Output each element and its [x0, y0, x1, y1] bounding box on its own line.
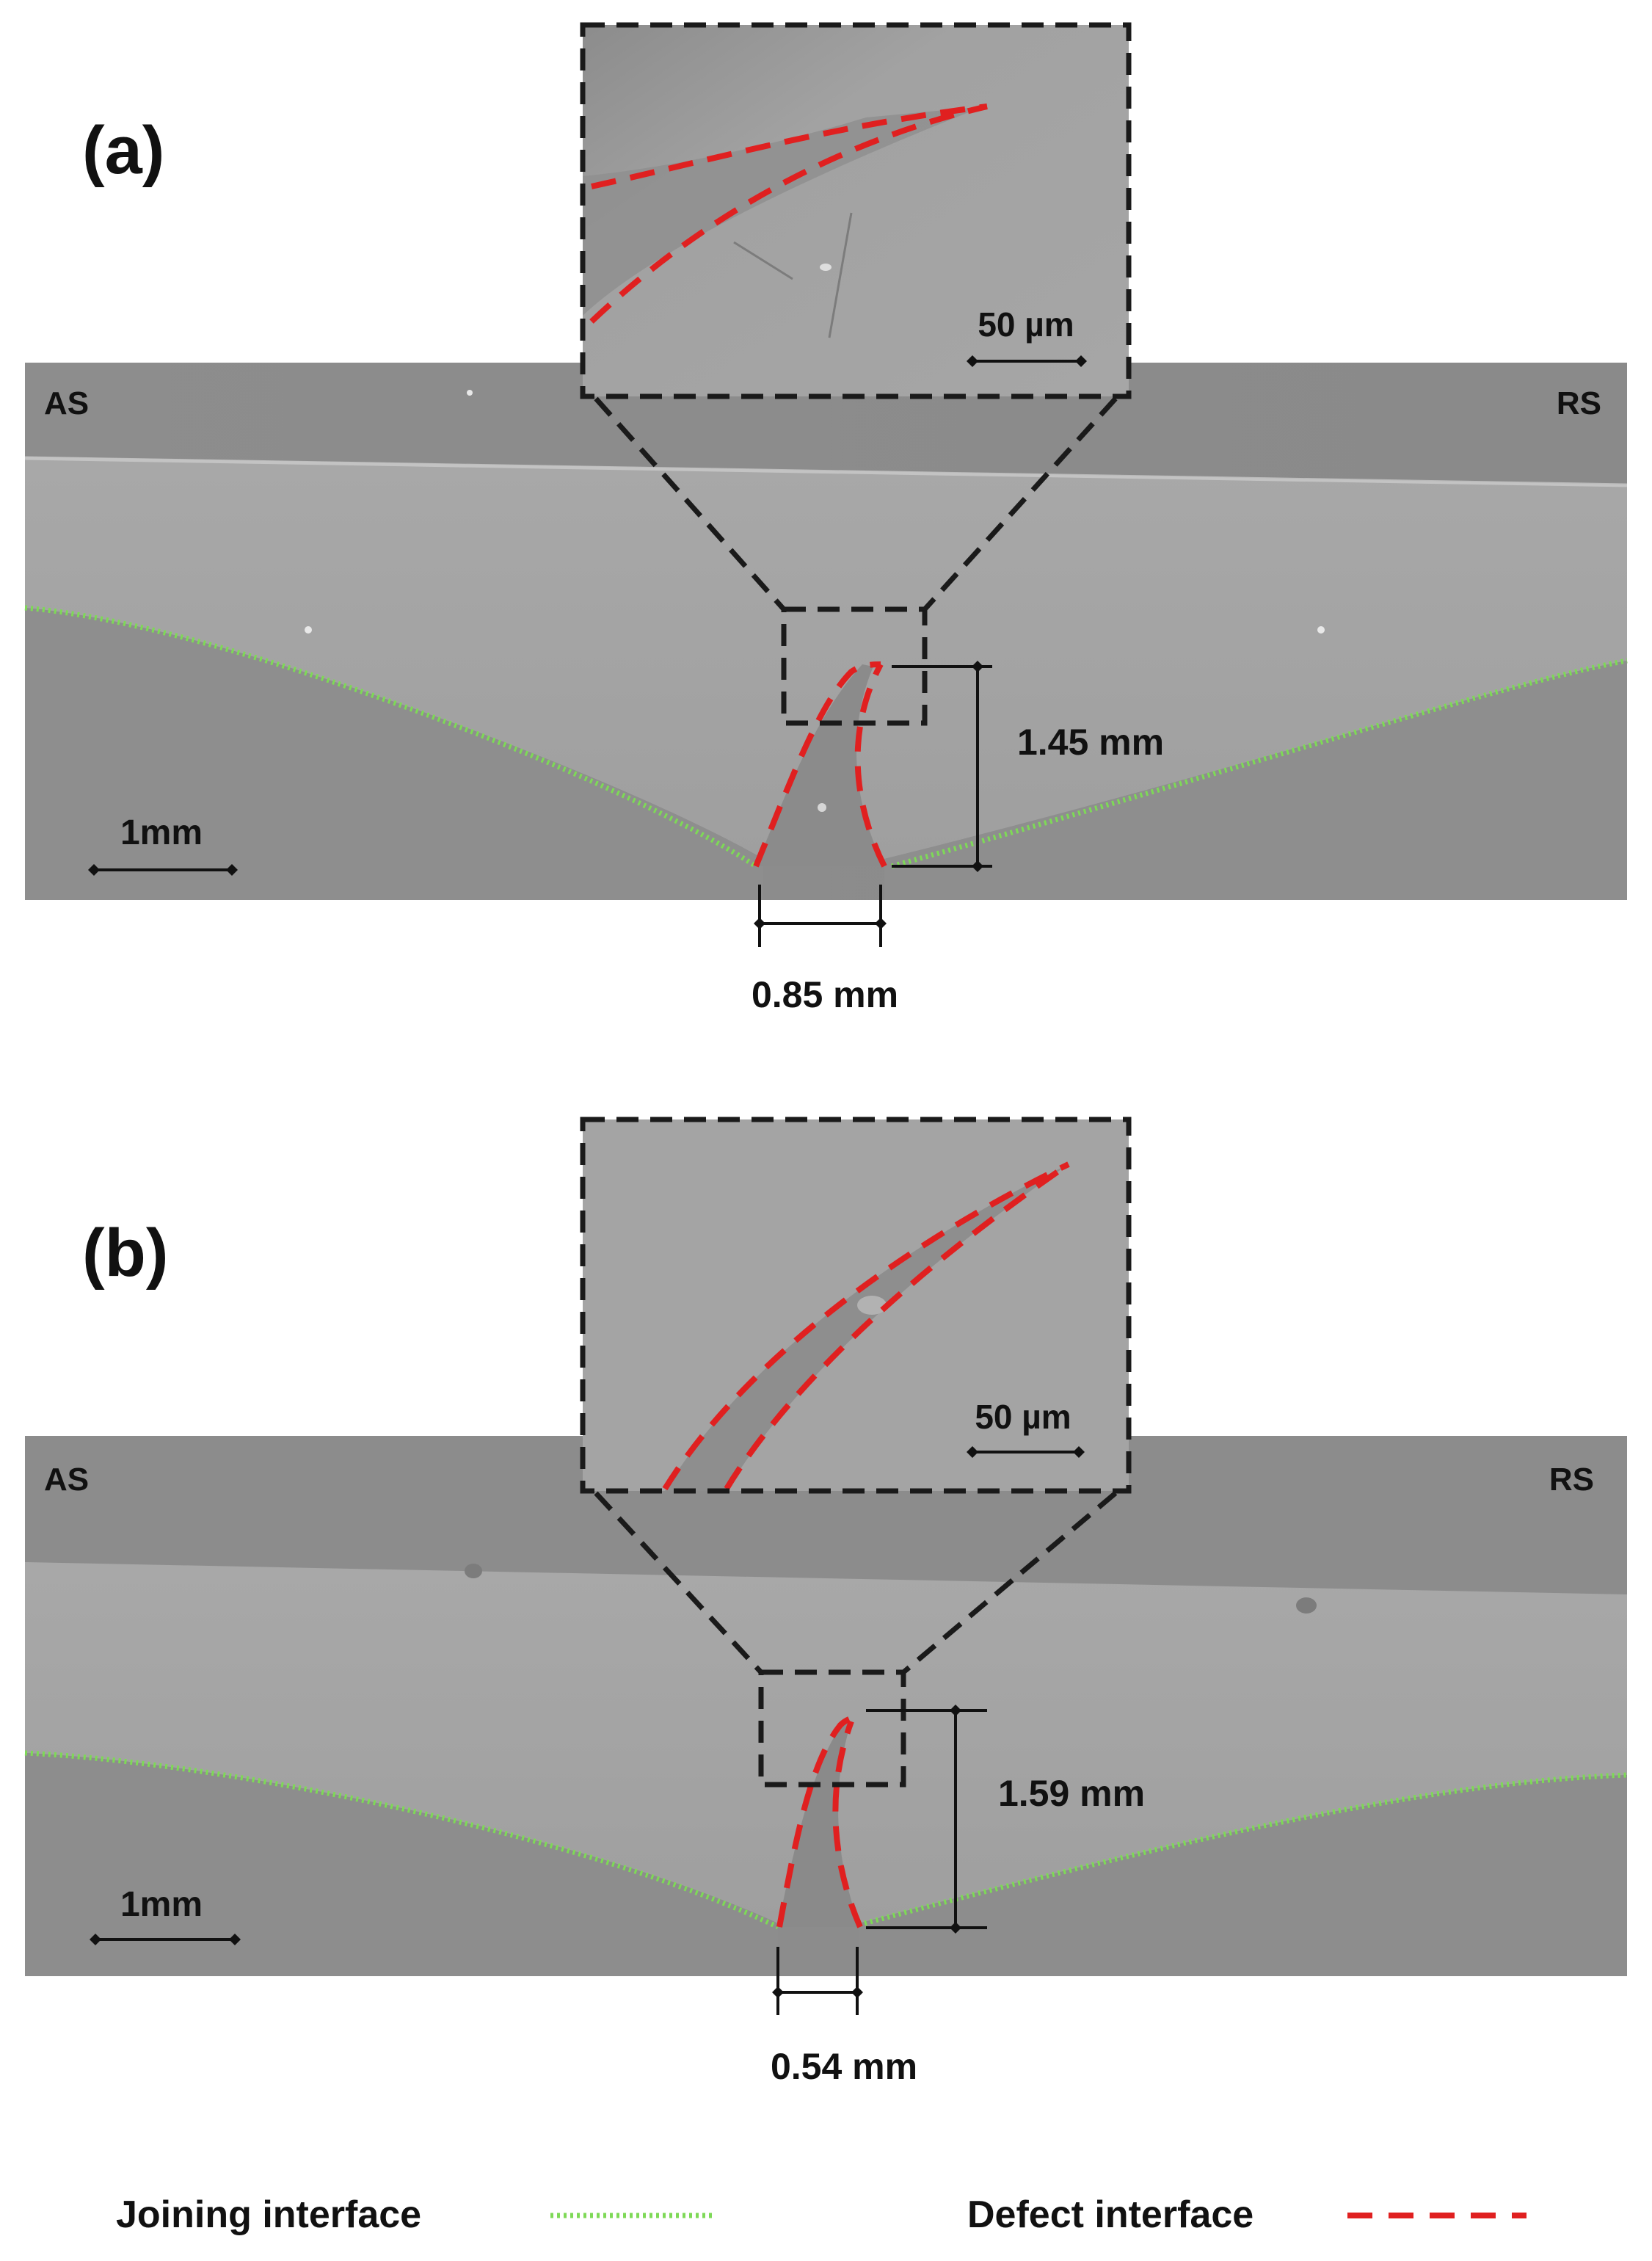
particle	[305, 626, 312, 634]
panel-b: 50 µm (b) AS RS 1mm 1.59 mm 0.54 mm	[24, 1117, 1628, 2087]
width-label-a: 0.85 mm	[752, 974, 898, 1015]
bottom-plate-a	[25, 608, 1627, 900]
particle	[818, 803, 826, 812]
inset-a: 50 µm	[580, 22, 1132, 399]
defect-interface-right-a	[854, 663, 887, 868]
height-label-b: 1.59 mm	[998, 1773, 1145, 1814]
joining-interface-right-a	[891, 658, 1628, 869]
legend-joining-label: Joining interface	[116, 2193, 421, 2236]
inset-defect-lower-a	[589, 104, 988, 324]
zoom-line-left-b	[594, 1491, 763, 1674]
main-scale-label-b: 1mm	[120, 1885, 203, 1924]
inset-dark-region-a	[583, 106, 983, 316]
zoom-line-right-b	[901, 1491, 1118, 1674]
inset-particle	[820, 264, 832, 271]
inset-dark-crack-b	[665, 1164, 1069, 1491]
legend: Joining interface Defect interface	[116, 2193, 1527, 2236]
panel-a: 50 µm (a) AS RS 1mm 1.45 mm 0.85 mm	[24, 22, 1628, 1015]
particle	[1296, 1597, 1317, 1614]
width-dimension-b	[772, 1947, 863, 2015]
defect-cavity-a	[756, 664, 884, 866]
width-label-b: 0.54 mm	[771, 2046, 917, 2087]
micrograph-b	[25, 1436, 1627, 1976]
inset-scale-bar-a	[967, 355, 1087, 367]
inset-frame-b	[580, 1117, 1132, 1494]
particle	[467, 390, 473, 396]
height-dimension-a	[892, 661, 992, 872]
legend-defect-label: Defect interface	[967, 2193, 1253, 2236]
interface-streak-a	[24, 456, 1628, 487]
panel-label-b: (b)	[82, 1216, 168, 1291]
joining-interface-left-a	[24, 605, 757, 868]
inset-defect-upper-a	[591, 104, 988, 189]
inset-scratch	[828, 212, 853, 338]
middle-layer-a	[25, 457, 1627, 859]
particle	[465, 1564, 482, 1578]
height-label-a: 1.45 mm	[1017, 722, 1164, 763]
inset-scale-label-a: 50 µm	[978, 305, 1074, 344]
zoom-box-a	[781, 606, 928, 726]
side-label-right-a: RS	[1557, 385, 1601, 421]
middle-layer-b	[25, 1562, 1627, 1923]
panel-label-a: (a)	[82, 113, 164, 188]
micrograph-a	[24, 363, 1628, 900]
main-scale-label-a: 1mm	[120, 813, 203, 852]
inset-scale-label-b: 50 µm	[975, 1398, 1071, 1436]
inset-frame-a	[580, 22, 1132, 399]
side-label-left-b: AS	[44, 1462, 89, 1498]
bottom-plate-b	[25, 1753, 1627, 1976]
zoom-box-b	[758, 1669, 906, 1788]
defect-interface-left-b	[776, 1713, 859, 1928]
inset-scale-bar-b	[967, 1446, 1085, 1458]
main-scale-bar-b	[90, 1934, 241, 1945]
inset-defect-upper-b	[662, 1161, 1070, 1491]
inset-defect-lower-b	[724, 1161, 1071, 1491]
inset-b: 50 µm	[580, 1117, 1132, 1494]
defect-interface-right-b	[832, 1720, 863, 1928]
zoom-line-left-a	[594, 396, 786, 611]
side-label-right-b: RS	[1549, 1462, 1594, 1498]
height-dimension-b	[866, 1705, 987, 1934]
particle	[1317, 626, 1325, 634]
defect-interface-left-a	[753, 661, 881, 868]
joining-interface-left-b	[24, 1750, 779, 1930]
width-dimension-a	[754, 885, 887, 947]
side-label-left-a: AS	[44, 385, 89, 421]
defect-cavity-b	[778, 1721, 860, 1927]
zoom-line-right-a	[923, 396, 1118, 611]
main-scale-bar-a	[88, 864, 238, 876]
inset-particle	[857, 1296, 887, 1315]
inset-scratch	[733, 241, 793, 280]
